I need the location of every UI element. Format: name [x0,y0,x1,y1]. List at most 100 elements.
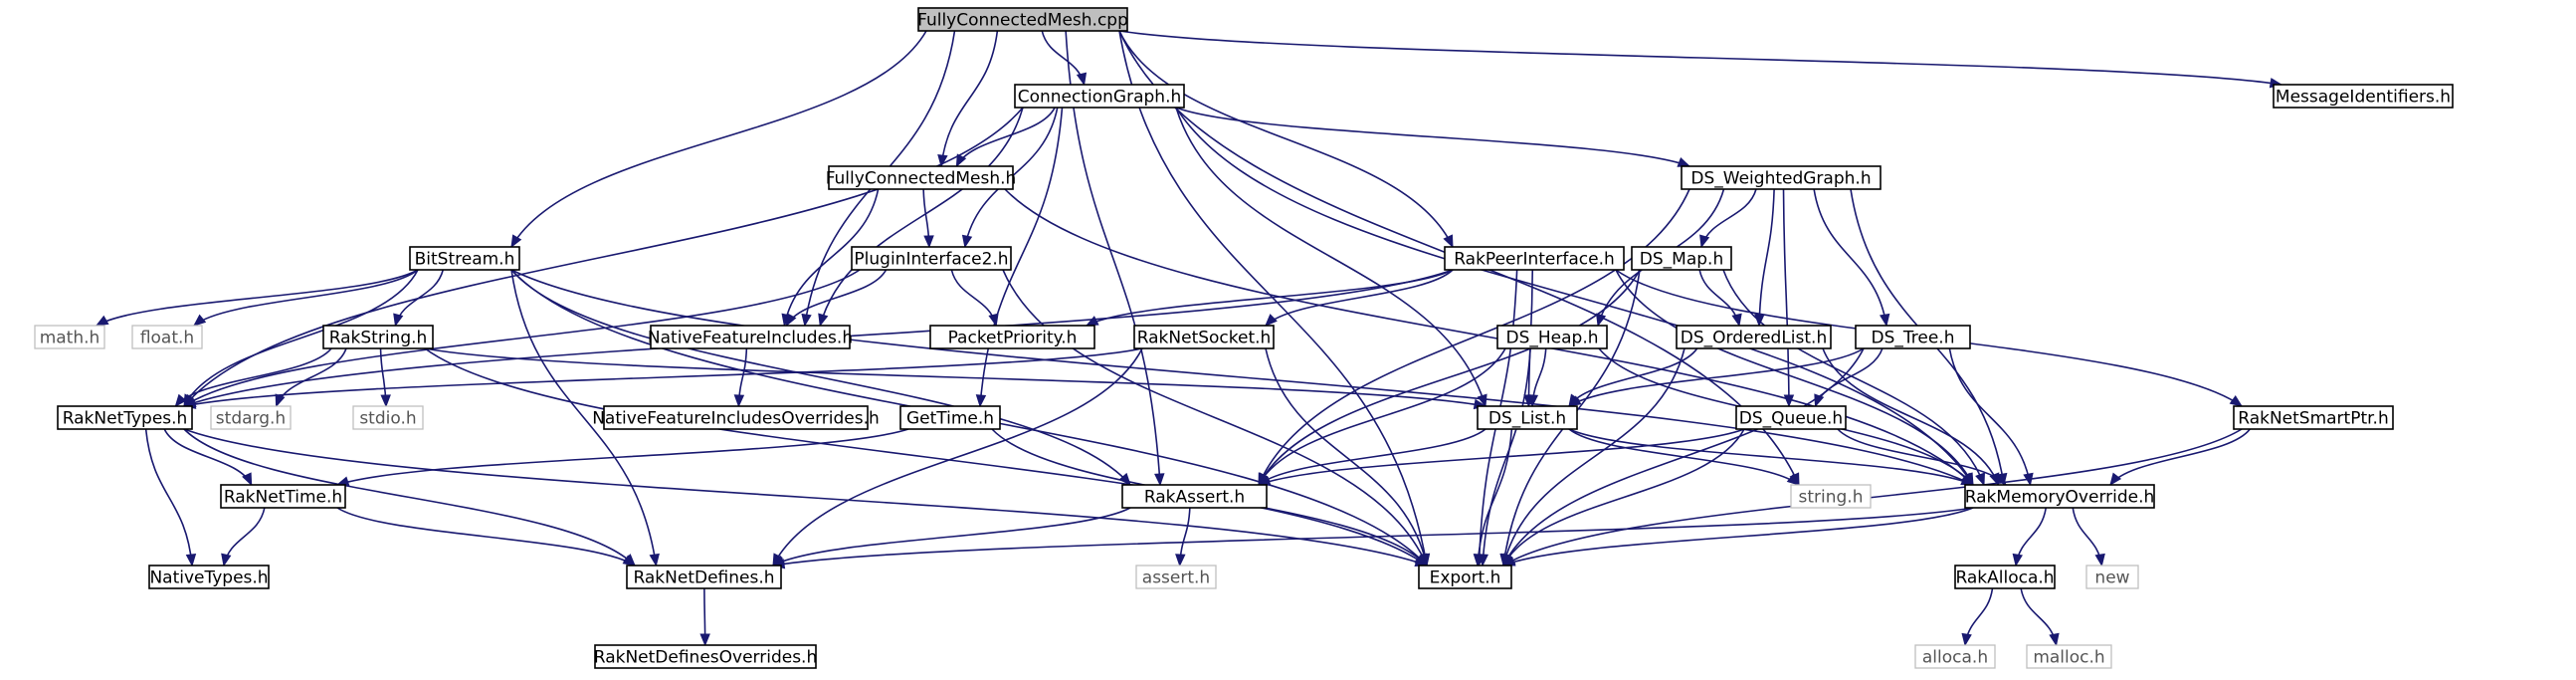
file-node-label: alloca.h [1922,648,1988,668]
edge-pi2-to-export [1002,269,1428,567]
edge-arrowhead [818,313,829,328]
file-node-dslist[interactable]: DS_List.h [1477,405,1578,430]
file-node-dsq[interactable]: DS_Queue.h [1735,405,1847,430]
edge-cg-to-nfi [819,107,1024,327]
edge-arrowhead [242,472,253,487]
edge-dsheap-to-ra [1258,347,1506,486]
edge-rntime-to-rnd [336,507,636,567]
file-node-box [1444,246,1625,271]
file-node-nfio[interactable]: NativeFeatureIncludesOverrides.h [592,405,880,430]
edge-arrowhead [733,394,745,408]
edge-arrowhead [988,313,999,328]
file-node-fcm[interactable]: FullyConnectedMesh.h [826,165,1017,190]
edge-arrowhead [2094,553,2105,567]
edge-bs-to-rnd [510,269,658,567]
file-node-dswg[interactable]: DS_WeightedGraph.h [1681,165,1882,190]
file-node-box [2085,565,2139,589]
file-node-label: GetTime.h [906,409,994,429]
file-node-label: DS_Queue.h [1739,409,1843,429]
file-node-label: FullyConnectedMesh.cpp [917,11,1128,31]
edge-arrowhead [622,555,637,567]
file-node-pp[interactable]: PacketPriority.h [929,325,1095,349]
edge-rns-to-rnd [772,347,1143,567]
file-node-label: DS_Map.h [1640,250,1723,270]
edge-arrowhead [699,633,710,647]
file-node-box [626,565,782,589]
file-node-rnsp[interactable]: RakNetSmartPtr.h [2233,405,2394,430]
file-node-rntime[interactable]: RakNetTime.h [220,484,346,509]
edge-cg-to-rnt [183,107,1024,407]
file-node-rpi[interactable]: RakPeerInterface.h [1444,246,1625,271]
edge-arrowhead [221,553,232,567]
file-node-gettime[interactable]: GetTime.h [899,405,1001,430]
file-node-box [1735,405,1847,430]
edge-dswg-to-dsq [1782,188,1790,407]
file-node-rnt[interactable]: RakNetTypes.h [57,405,193,430]
file-node-label: DS_WeightedGraph.h [1690,169,1871,189]
file-node-rnd[interactable]: RakNetDefines.h [626,565,782,589]
file-node-label: PluginInterface2.h [854,250,1008,270]
edge-arrowhead [1175,554,1186,567]
file-node-nfi[interactable]: NativeFeatureIncludes.h [648,325,853,349]
edge-gettime-to-rntime [336,428,909,486]
edge-arrowhead [192,314,207,327]
edge-root-to-bs [510,30,927,248]
file-node-box [1631,246,1732,271]
edge-arrowhead [1783,394,1795,408]
edge-cg-to-fcm [955,107,1056,167]
edge-rakstr-to-dslist [424,347,1486,407]
edge-dswg-to-ra [1258,188,1690,486]
edge-rpi-to-rns [1265,269,1454,327]
edge-arrowhead [1596,313,1607,328]
file-node-box [34,325,105,349]
file-node-ralloca[interactable]: RakAlloca.h [1954,565,2056,589]
file-node-box [1477,405,1578,430]
file-node-label: NativeFeatureIncludesOverrides.h [592,409,880,429]
file-node-dsol[interactable]: DS_OrderedList.h [1676,325,1832,349]
edge-arrowhead [275,393,286,408]
file-node-dstree[interactable]: DS_Tree.h [1855,325,1971,349]
file-node-root[interactable]: FullyConnectedMesh.cpp [917,7,1128,32]
file-node-label: FullyConnectedMesh.h [826,169,1017,189]
file-node-pi2[interactable]: PluginInterface2.h [851,246,1012,271]
file-node-malloch: malloc.h [2026,644,2112,669]
file-node-cg[interactable]: ConnectionGraph.h [1014,84,1185,109]
file-node-bs[interactable]: BitStream.h [409,246,520,271]
file-node-floath: float.h [131,325,203,349]
file-node-box [594,644,817,669]
file-node-rakstr[interactable]: RakString.h [322,325,434,349]
edge-arrowhead [1677,157,1691,167]
file-node-ra[interactable]: RakAssert.h [1121,484,1268,509]
file-node-dsmap[interactable]: DS_Map.h [1631,246,1732,271]
edge-arrowhead [1085,316,1099,327]
edge-arrowhead [801,313,812,328]
file-node-rns[interactable]: RakNetSocket.h [1133,325,1275,349]
file-node-label: RakNetDefinesOverrides.h [594,648,817,668]
file-node-label: new [2094,568,2129,588]
edge-dslist-to-export [1477,428,1513,567]
file-node-stdarg: stdarg.h [210,405,292,430]
file-node-label: RakNetTypes.h [63,409,188,429]
file-node-label: malloc.h [2033,648,2104,668]
file-node-label: stdarg.h [216,409,286,429]
edge-dsq-to-export [1502,428,1745,567]
edge-bs-to-mathh [96,269,419,327]
file-node-nt[interactable]: NativeTypes.h [148,565,270,589]
file-node-label: NativeFeatureIncludes.h [648,329,853,348]
file-node-asserth: assert.h [1135,565,1217,589]
file-node-dsheap[interactable]: DS_Heap.h [1496,325,1608,349]
edge-rnt-to-nt [144,428,193,567]
file-node-export[interactable]: Export.h [1418,565,1512,589]
edge-ra-to-rnd [772,507,1131,567]
file-node-box [929,325,1095,349]
file-node-label: RakPeerInterface.h [1454,250,1615,270]
file-node-label: float.h [140,329,194,348]
file-node-mi[interactable]: MessageIdentifiers.h [2273,84,2454,109]
file-node-box [1676,325,1832,349]
edge-dstree-to-dslist [1568,347,1865,407]
edge-dsq-to-ra [1258,428,1745,486]
file-node-rndo[interactable]: RakNetDefinesOverrides.h [594,644,817,669]
file-node-rmo[interactable]: RakMemoryOverride.h [1964,484,2155,509]
